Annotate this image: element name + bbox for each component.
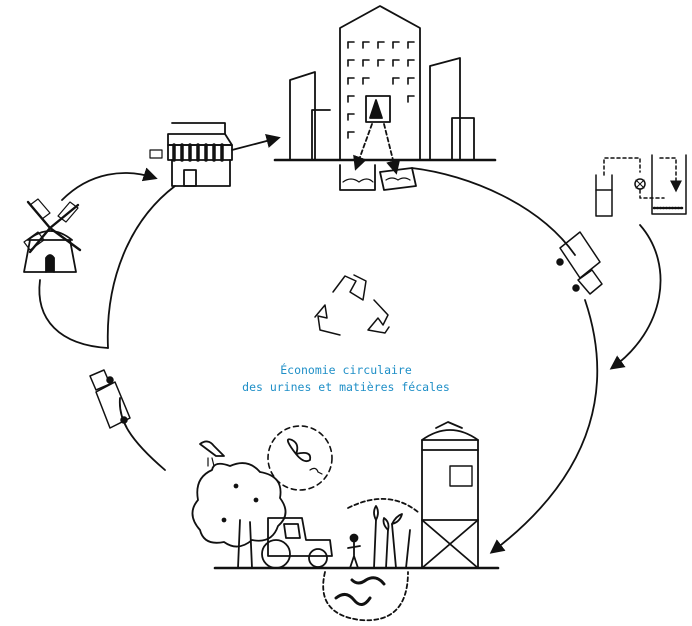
farm-scene-icon [192,422,498,620]
arc-left-truck-to-shop [108,186,175,348]
filter-system-icon [596,155,686,216]
shop-icon [150,123,232,186]
diagram-title: Économie circulaire des urines et matièr… [196,362,496,396]
arc-truck-to-silo [492,300,597,552]
windmill-icon [24,199,80,272]
arc-filter-out [612,225,661,368]
arc-city-to-truck [412,168,575,255]
diagram-title-line-2: des urines et matières fécales [196,379,496,396]
left-truck-icon [90,370,130,428]
diagram-title-line-1: Économie circulaire [196,362,496,379]
city-buildings-icon [275,6,495,190]
arrow-shop-to-city [232,138,278,150]
recycle-icon [315,275,389,335]
arc-mill-down [39,280,108,348]
cycle-arcs [39,138,660,552]
arc-mill-to-shop [62,173,155,200]
